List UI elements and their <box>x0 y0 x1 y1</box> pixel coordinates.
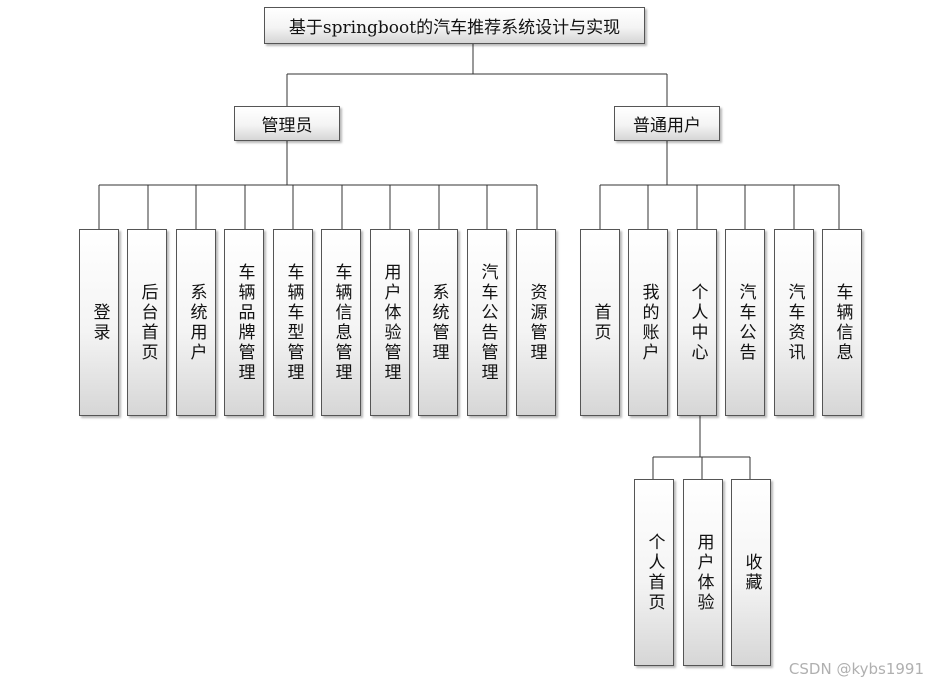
user-child-node: 汽车资讯 <box>774 229 814 416</box>
user-child-label: 个人中心 <box>687 282 708 363</box>
admin-child-label: 车辆品牌管理 <box>234 262 255 383</box>
admin-child-node: 车辆信息管理 <box>321 229 361 416</box>
admin-child-label: 用户体验管理 <box>380 262 401 383</box>
user-node: 普通用户 <box>614 106 720 141</box>
admin-child-label: 车辆车型管理 <box>283 262 304 383</box>
user-child-node: 汽车公告 <box>725 229 765 416</box>
personal-center-child-node: 收藏 <box>731 479 771 666</box>
admin-child-label: 汽车公告管理 <box>477 262 498 383</box>
admin-child-label: 车辆信息管理 <box>331 262 352 383</box>
user-child-node: 个人中心 <box>677 229 717 416</box>
admin-child-node: 用户体验管理 <box>370 229 410 416</box>
admin-child-label: 后台首页 <box>137 282 158 363</box>
admin-child-node: 系统管理 <box>418 229 458 416</box>
user-child-label: 首页 <box>590 302 611 343</box>
admin-child-node: 汽车公告管理 <box>467 229 507 416</box>
watermark: CSDN @kybs1991 <box>788 660 924 678</box>
personal-center-child-node: 用户体验 <box>683 479 723 666</box>
user-child-node: 首页 <box>580 229 620 416</box>
admin-child-label: 登录 <box>89 302 110 343</box>
personal-center-child-node: 个人首页 <box>634 479 674 666</box>
personal-center-child-label: 用户体验 <box>693 532 714 613</box>
admin-node: 管理员 <box>234 106 340 141</box>
personal-center-child-label: 个人首页 <box>644 532 665 613</box>
user-child-node: 我的账户 <box>628 229 668 416</box>
root-node-label: 基于springboot的汽车推荐系统设计与实现 <box>288 18 621 38</box>
admin-node-label: 管理员 <box>261 116 313 136</box>
user-child-label: 汽车资讯 <box>784 282 805 363</box>
user-child-label: 汽车公告 <box>735 282 756 363</box>
personal-center-child-label: 收藏 <box>741 552 762 593</box>
admin-child-node: 车辆车型管理 <box>273 229 313 416</box>
user-child-label: 我的账户 <box>638 282 659 363</box>
admin-child-node: 后台首页 <box>127 229 167 416</box>
admin-child-label: 系统管理 <box>428 282 449 363</box>
admin-child-node: 车辆品牌管理 <box>224 229 264 416</box>
admin-child-node: 系统用户 <box>176 229 216 416</box>
admin-child-label: 资源管理 <box>526 282 547 363</box>
user-child-label: 车辆信息 <box>832 282 853 363</box>
admin-child-label: 系统用户 <box>186 282 207 363</box>
user-node-label: 普通用户 <box>633 116 701 136</box>
admin-child-node: 登录 <box>79 229 119 416</box>
admin-child-node: 资源管理 <box>516 229 556 416</box>
user-child-node: 车辆信息 <box>822 229 862 416</box>
root-node: 基于springboot的汽车推荐系统设计与实现 <box>264 7 645 44</box>
